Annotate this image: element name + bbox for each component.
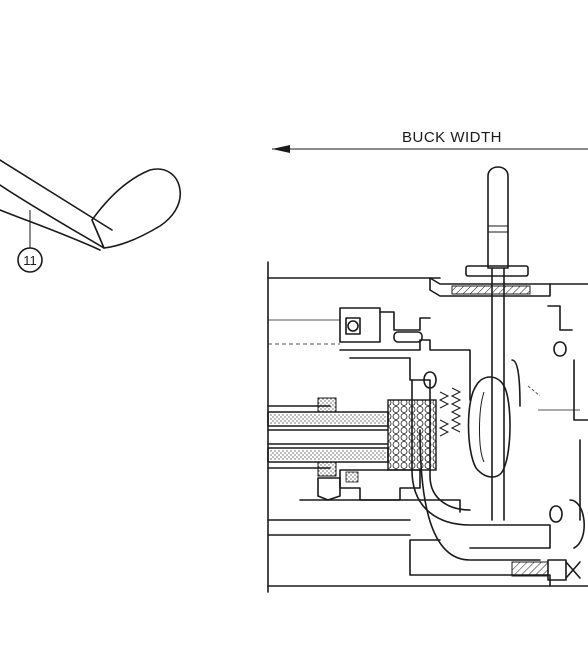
- top-cap-plate: [429, 277, 588, 297]
- hook-clips: [423, 305, 588, 549]
- tube-assembly: [267, 397, 437, 477]
- latch-spring: [438, 387, 462, 437]
- dimension-label: BUCK WIDTH: [402, 129, 502, 146]
- callout-11: 11: [17, 247, 43, 273]
- wall-boundary: [267, 261, 588, 593]
- latch-cam: [467, 359, 580, 478]
- spindle: [465, 166, 529, 521]
- lever-handle: [0, 159, 182, 251]
- frame-extrusion: [339, 339, 581, 587]
- upper-gasket: [339, 307, 431, 343]
- callout-number: 11: [23, 253, 37, 268]
- lower-retainer: [299, 469, 461, 513]
- buck-width-dimension: BUCK WIDTH: [272, 129, 588, 153]
